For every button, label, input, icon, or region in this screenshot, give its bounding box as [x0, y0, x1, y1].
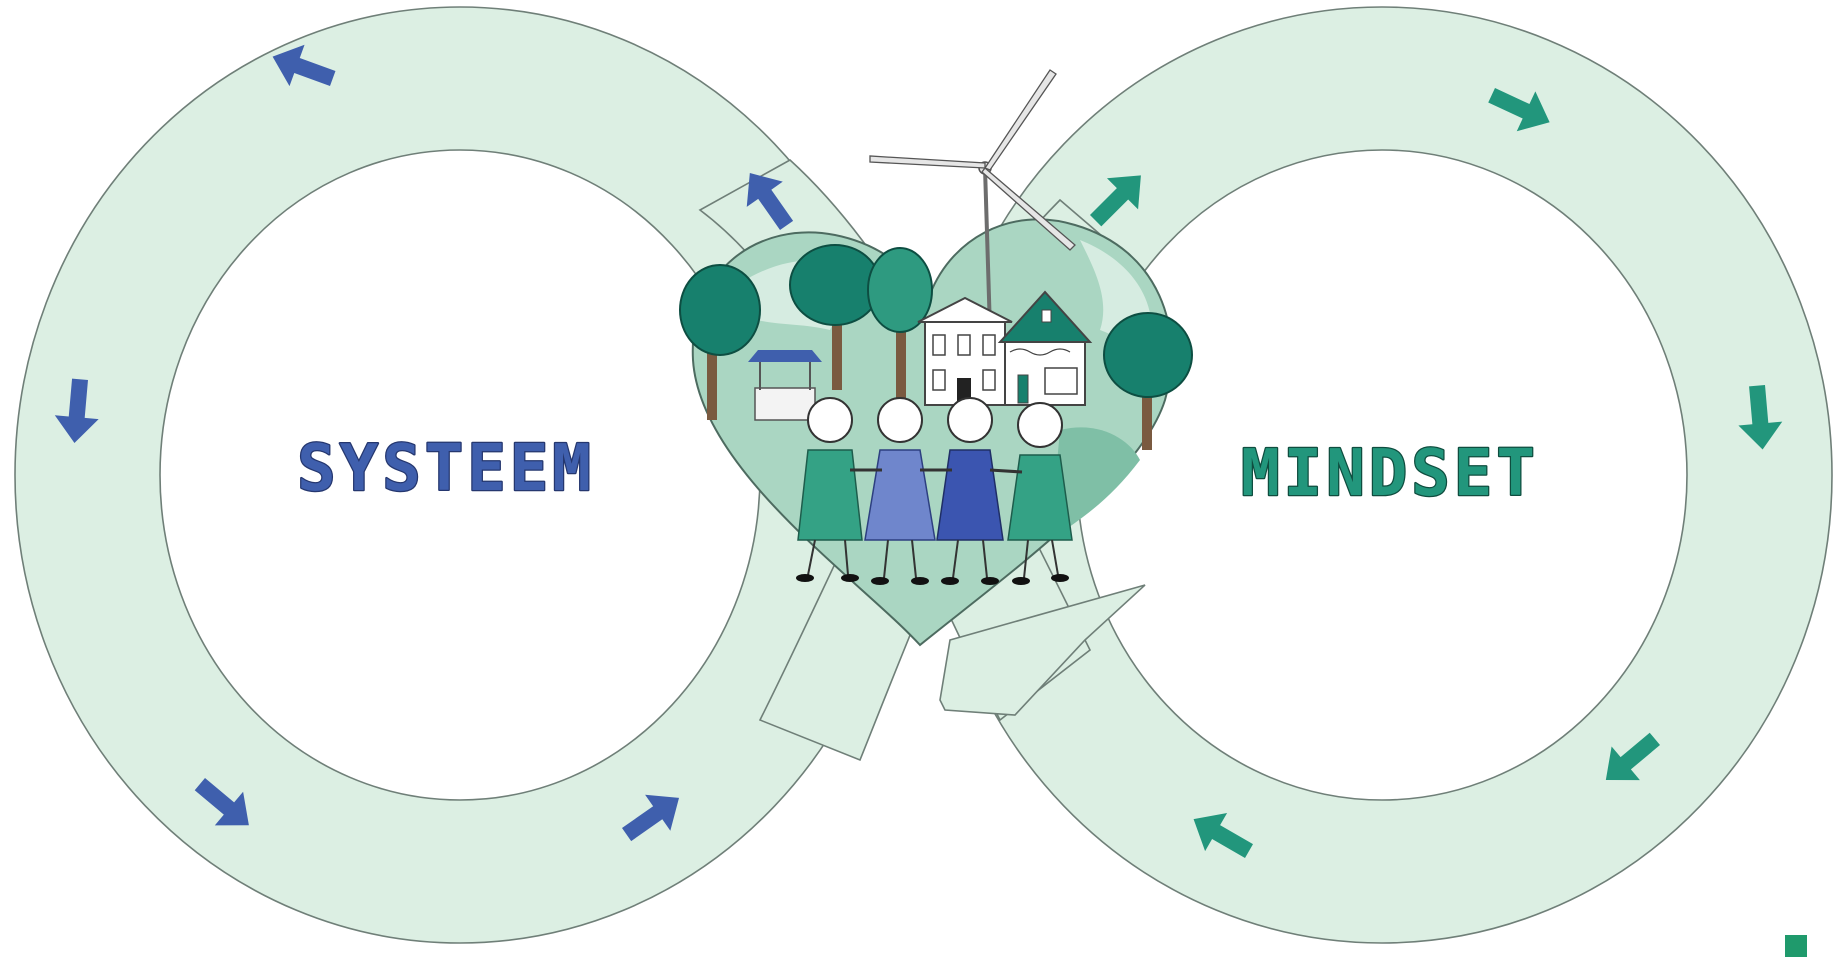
tree-icon [679, 264, 761, 420]
person-icon [796, 397, 863, 582]
systeem-arrows [54, 44, 794, 842]
house-icon [917, 296, 1013, 406]
arrow-icon [622, 794, 680, 842]
arrow-icon [746, 172, 794, 230]
shop-icon [997, 290, 1093, 406]
heart-patch [1050, 427, 1140, 540]
mindset-arrows [1090, 88, 1783, 858]
arrow-icon [272, 44, 336, 87]
mindset-label: MINDSET [1241, 437, 1539, 511]
arrow-icon [1488, 88, 1550, 132]
tree-icon [867, 247, 933, 400]
systeem-label: SYSTEEM [297, 432, 595, 506]
tree-icon [789, 244, 881, 390]
center-arrow-head [939, 584, 1146, 716]
wind-turbine-icon [869, 69, 1076, 331]
corner-logo-mark [1785, 935, 1807, 957]
arrow-icon [54, 378, 99, 444]
tree-icon [1103, 312, 1193, 450]
person-icon [1007, 402, 1073, 585]
people-group [796, 397, 1073, 585]
arrow-icon [1090, 175, 1141, 227]
linked-arms [850, 468, 1023, 474]
arrow-icon [1605, 732, 1660, 781]
heart-village-icon [679, 69, 1193, 647]
person-icon [864, 397, 936, 585]
arrow-icon [1193, 813, 1253, 858]
well-icon [748, 350, 822, 421]
person-icon [936, 397, 1004, 585]
arrow-icon [1738, 385, 1783, 450]
arrow-icon [194, 778, 249, 826]
